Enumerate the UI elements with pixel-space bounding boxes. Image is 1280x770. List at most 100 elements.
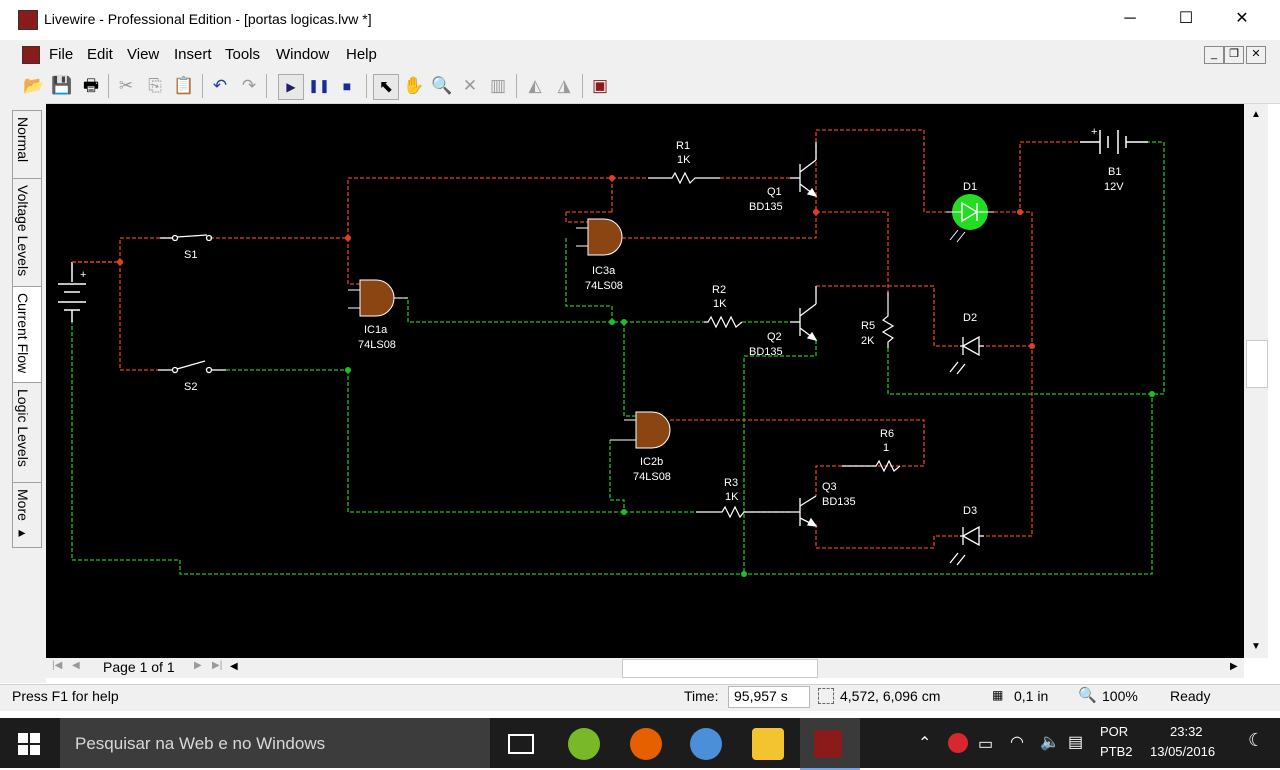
volume-tray-icon[interactable]: 🔈 <box>1040 734 1060 751</box>
wifi-tray-icon[interactable]: ◠ <box>1010 734 1024 751</box>
grid-icon: ▦ <box>992 688 1004 702</box>
scroll-thumb[interactable] <box>1246 340 1268 388</box>
scroll-left-button[interactable]: ◀ <box>230 661 238 672</box>
paste-icon[interactable]: 📋 <box>173 76 195 95</box>
ic2b-part: 74LS08 <box>633 471 671 483</box>
coords-icon <box>818 688 834 704</box>
scroll-right-button[interactable]: ▶ <box>1230 661 1238 672</box>
switch-s1[interactable] <box>160 234 213 242</box>
hand-pan-icon[interactable]: ✋ <box>403 76 425 95</box>
transistor-q1[interactable] <box>790 142 818 198</box>
b1-label: B1 <box>1108 166 1121 178</box>
cut-icon[interactable]: ✂ <box>118 76 134 95</box>
menu-window[interactable]: Window <box>276 46 330 63</box>
led-d2[interactable] <box>949 335 984 375</box>
menu-file[interactable]: File <box>49 46 74 63</box>
resistor-r1[interactable] <box>648 171 720 185</box>
minimize-button[interactable]: ─ <box>1124 10 1136 27</box>
transistor-q3[interactable] <box>766 495 818 527</box>
notifications-icon[interactable]: ☾ <box>1248 730 1265 750</box>
tab-logic-levels[interactable]: Logic Levels <box>12 382 42 484</box>
status-bar <box>0 684 1280 711</box>
undo-icon[interactable]: ↶ <box>212 76 228 95</box>
language-top[interactable]: POR <box>1100 724 1129 739</box>
led-d3[interactable] <box>949 525 984 566</box>
switch-s2[interactable] <box>158 360 226 374</box>
paint-icon[interactable] <box>690 728 722 760</box>
last-page-icon[interactable]: ▶| <box>212 660 223 671</box>
firefox-icon[interactable] <box>630 728 662 760</box>
prev-page-icon[interactable]: ◀ <box>72 660 80 671</box>
clock-time[interactable]: 23:32 <box>1170 724 1203 739</box>
copy-icon[interactable]: ⎘ <box>148 76 162 95</box>
junction-dots <box>117 175 1155 577</box>
r3-label: R3 <box>724 477 738 489</box>
resistor-r3[interactable] <box>696 505 766 519</box>
horizontal-scroll-thumb[interactable] <box>622 659 818 678</box>
battery-tray-icon[interactable]: ▭ <box>978 736 994 753</box>
menu-view[interactable]: View <box>127 46 160 63</box>
transistor-q2[interactable] <box>790 286 818 342</box>
open-icon[interactable]: 📂 <box>23 76 45 95</box>
delete-icon[interactable]: ✕ <box>462 76 478 95</box>
rotate-left-icon[interactable]: ◭ <box>528 76 542 95</box>
vertical-scrollbar[interactable]: ▲ ▼ <box>1244 104 1268 658</box>
b1-value: 12V <box>1104 181 1124 193</box>
scroll-down-button[interactable]: ▼ <box>1251 641 1261 652</box>
mdi-minimize-button[interactable]: _ <box>1204 46 1224 64</box>
redo-icon[interactable]: ↷ <box>241 76 257 95</box>
zoom-level: 100% <box>1102 688 1138 704</box>
mdi-close-button[interactable]: ✕ <box>1246 46 1266 64</box>
taskbar-search-text: Pesquisar na Web e no Windows <box>75 734 326 753</box>
next-page-icon[interactable]: ▶ <box>194 660 202 671</box>
gate-ic3a[interactable] <box>576 218 623 256</box>
tab-voltage-levels[interactable]: Voltage Levels <box>12 178 42 288</box>
language-bottom[interactable]: PTB2 <box>1100 744 1133 759</box>
utorrent-icon[interactable] <box>568 728 600 760</box>
maximize-button[interactable]: ☐ <box>1178 10 1194 27</box>
r5-label: R5 <box>861 320 875 332</box>
clock-date[interactable]: 13/05/2016 <box>1150 744 1216 759</box>
circuit-canvas[interactable]: + S1 S2 IC1a 74LS08 IC3a 74LS08 IC2b 74L… <box>46 104 1244 658</box>
save-icon[interactable]: 💾 <box>51 76 73 95</box>
tab-normal[interactable]: Normal <box>12 110 42 180</box>
tab-current-flow[interactable]: Current Flow <box>12 286 42 384</box>
menu-edit[interactable]: Edit <box>87 46 113 63</box>
pause-icon[interactable]: ❚❚ <box>308 78 330 93</box>
gate-ic1a[interactable] <box>348 279 408 317</box>
print-icon[interactable]: 🖶 <box>82 76 100 95</box>
menu-insert[interactable]: Insert <box>174 46 212 63</box>
tray-expand-icon[interactable]: ⌃ <box>918 735 932 752</box>
toolbar-separator <box>582 74 583 98</box>
gate-ic2b[interactable] <box>610 411 671 449</box>
file-explorer-icon[interactable] <box>752 728 784 760</box>
taskbar-search-box[interactable] <box>60 718 490 768</box>
resistor-r5[interactable] <box>881 292 895 348</box>
supply-battery[interactable] <box>58 261 120 322</box>
mega-tray-icon[interactable] <box>948 733 968 753</box>
stop-icon[interactable]: ■ <box>342 78 352 94</box>
first-page-icon[interactable]: |◀ <box>52 660 63 671</box>
action-center-icon[interactable]: ▤ <box>1068 734 1084 751</box>
resistor-r2[interactable] <box>704 315 743 329</box>
windows-start-icon[interactable] <box>18 733 40 755</box>
led-d1[interactable] <box>946 194 994 243</box>
menu-help[interactable]: Help <box>346 46 377 63</box>
battery-b1[interactable] <box>1080 130 1148 154</box>
zoom-status-icon: 🔍 <box>1078 687 1097 704</box>
scroll-up-button[interactable]: ▲ <box>1251 109 1261 120</box>
play-icon[interactable]: ▶ <box>278 74 304 100</box>
menu-tools[interactable]: Tools <box>225 46 261 63</box>
zoom-icon[interactable]: 🔍 <box>431 76 453 95</box>
q3-label: Q3 <box>822 481 837 493</box>
probe-icon[interactable]: ▥ <box>489 76 507 95</box>
resistor-r6[interactable] <box>842 459 901 473</box>
select-pointer-icon[interactable]: ⬉ <box>373 74 399 100</box>
rotate-right-icon[interactable]: ◮ <box>557 76 571 95</box>
task-view-icon[interactable] <box>508 734 534 754</box>
gallery-icon[interactable]: ▣ <box>591 76 609 95</box>
toolbar <box>0 69 1280 104</box>
tab-more[interactable]: More ▸ <box>12 482 42 548</box>
mdi-restore-button[interactable]: ❐ <box>1224 46 1244 64</box>
close-button[interactable]: ✕ <box>1235 10 1249 27</box>
